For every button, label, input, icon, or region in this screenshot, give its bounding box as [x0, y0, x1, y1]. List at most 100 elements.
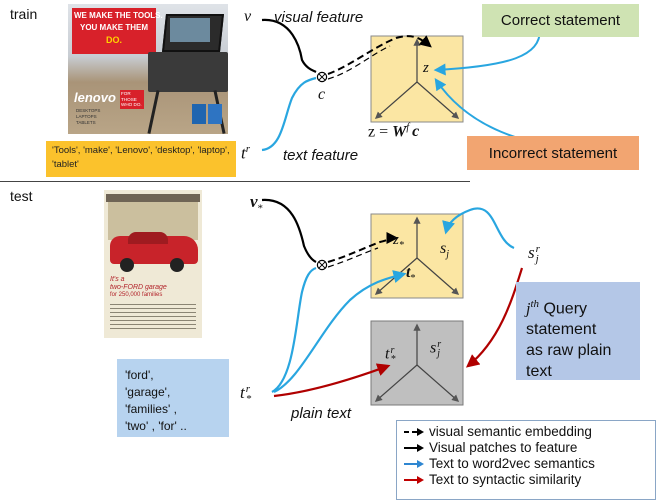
query-line-4: text	[526, 363, 552, 381]
black-arrow-icon	[404, 444, 424, 452]
legend-label: Text to syntactic similarity	[429, 472, 582, 487]
ad-banner-line2: YOU MAKE THEM	[80, 23, 148, 32]
laptop-screen	[170, 18, 210, 42]
gray-t-sup: r	[390, 345, 395, 356]
legend-item-syntactic: Text to syntactic similarity	[403, 472, 647, 488]
query-statement-box: jth Query statement as raw plain text	[516, 282, 640, 380]
plain-text-label: plain text	[291, 405, 352, 422]
train-c-label: c	[318, 86, 326, 103]
test-tag-line-3: 'families' ,	[125, 402, 177, 416]
test-s-sub: j	[446, 249, 450, 261]
ad-caption-line2: two-FORD garage	[110, 284, 167, 291]
train-product-node	[316, 71, 328, 83]
incorrect-statement-box: Incorrect statement	[467, 136, 639, 170]
legend-item-word2vec: Text to word2vec semantics	[403, 456, 647, 472]
equation-lhs: z =	[368, 123, 393, 141]
legend-label: Visual patches to feature	[429, 440, 578, 455]
query-line-2: statement	[526, 321, 597, 339]
gray-s-base: s	[430, 339, 437, 357]
test-tr-base: t	[240, 383, 245, 402]
test-tr-sub: *	[245, 393, 252, 406]
test-tag-line-4: 'two' , 'for' ..	[125, 419, 187, 433]
equation-w: W	[392, 123, 407, 141]
query-j: j	[526, 300, 531, 318]
test-v-sub: *	[257, 202, 264, 215]
test-tag-line-2: 'garage',	[125, 385, 171, 399]
query-th: th	[530, 298, 540, 310]
gray-t-sub: *	[390, 354, 396, 365]
roof-illustration	[106, 194, 200, 202]
query-line-1: jth Query	[526, 294, 630, 319]
legend-item-visual-patches: Visual patches to feature	[403, 440, 647, 456]
legend-label: visual semantic embedding	[429, 424, 592, 439]
ad-banner-line1: WE MAKE THE TOOLS.	[74, 11, 163, 20]
test-tags-box: 'ford', 'garage', 'families' , 'two' , '…	[117, 359, 229, 437]
car-window	[128, 232, 168, 244]
ad-caption-line1: It's a	[110, 276, 125, 283]
train-t-sup: r	[245, 143, 251, 155]
test-tr-sup: r	[245, 383, 251, 396]
visual-feature-label: visual feature	[274, 9, 364, 26]
ad-brand-text: lenovo	[74, 90, 116, 105]
query-s-sup: r	[535, 243, 540, 256]
test-t-star-label: t*	[406, 264, 415, 284]
car-wheel-left	[120, 258, 134, 272]
test-s-j-label: sj	[440, 240, 449, 260]
test-t-sub: *	[410, 273, 416, 285]
car-wheel-right	[170, 258, 184, 272]
train-input-image: WE MAKE THE TOOLS. YOU MAKE THEM DO. len…	[68, 4, 228, 134]
legend: visual semantic embedding Visual patches…	[396, 420, 656, 500]
train-v-label: v	[244, 8, 252, 25]
ad-banner-line3: DO.	[106, 35, 123, 45]
test-visual-semantic-space	[370, 213, 464, 299]
ad-body-text	[110, 304, 196, 332]
query-text-1: Query	[539, 300, 588, 318]
train-embedding-space	[370, 35, 464, 123]
ad-badge-icon	[192, 104, 206, 124]
train-tags-box: 'Tools', 'make', 'Lenovo', 'desktop', 'l…	[46, 141, 236, 177]
test-v-base: v	[250, 192, 258, 211]
test-s-base: s	[440, 240, 447, 257]
equation-sup: f	[406, 122, 410, 133]
legend-item-visual-semantic-embedding: visual semantic embedding	[403, 424, 647, 440]
equation-c: c	[412, 123, 420, 141]
ad-brand-side: FOR THOSE WHO DO.	[120, 90, 144, 109]
blue-arrow-icon	[404, 460, 424, 468]
test-t-base: t	[406, 264, 411, 281]
train-z-label: z	[423, 60, 429, 76]
correct-statement-box: Correct statement	[482, 4, 639, 37]
query-s-base: s	[528, 243, 535, 262]
gray-s-sub: j	[437, 348, 441, 359]
tripod-leg-left	[147, 90, 160, 134]
gray-s-sup: r	[437, 339, 442, 350]
train-section-label: train	[10, 6, 38, 22]
section-divider	[0, 181, 470, 182]
query-line-3: as raw plain	[526, 342, 612, 360]
ad-badge2-icon	[208, 104, 222, 124]
query-s-sub: j	[535, 253, 539, 266]
ad-banner	[72, 8, 156, 54]
train-t-label: tr	[241, 143, 250, 164]
test-v-star-label: v*	[250, 192, 263, 214]
tripod-illustration	[148, 52, 228, 92]
test-z-star-label: z*	[393, 232, 404, 251]
test-z-sub: *	[398, 240, 404, 251]
dashed-arrow-icon	[404, 428, 424, 436]
text-feature-label: text feature	[283, 147, 359, 164]
train-t-base: t	[241, 143, 246, 163]
test-tag-line-1: 'ford',	[125, 368, 154, 382]
ad-caption-line3: for 250,000 families	[110, 292, 163, 298]
ad-products-text: DESKTOPS LAPTOPS TABLETS	[76, 108, 101, 125]
test-section-label: test	[10, 188, 33, 204]
test-input-image: It's a two-FORD garage for 250,000 famil…	[104, 190, 202, 338]
legend-label: Text to word2vec semantics	[429, 456, 595, 471]
gray-t-base: t	[385, 345, 390, 363]
test-product-node	[316, 259, 328, 271]
red-arrow-icon	[404, 476, 424, 484]
test-z-base: z	[393, 232, 399, 248]
